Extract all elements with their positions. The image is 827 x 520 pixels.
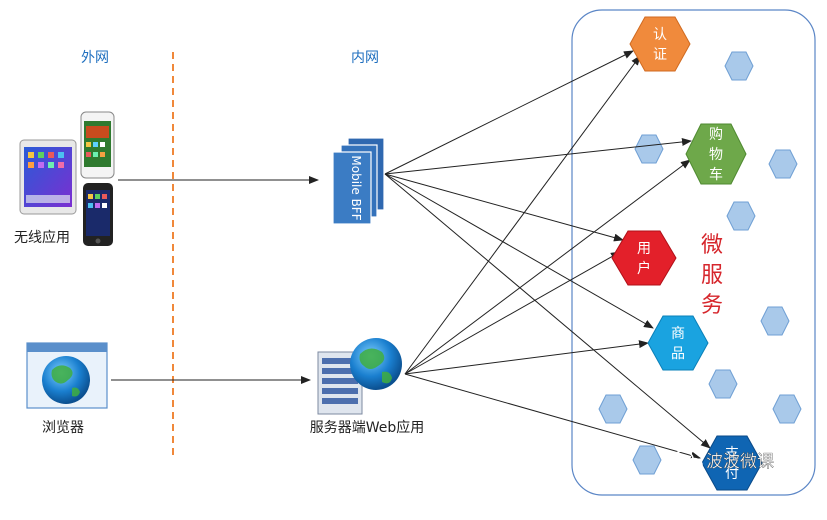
wechat-logo-icon xyxy=(672,450,703,473)
microservices-label-3: 务 xyxy=(701,293,723,318)
webapp-fanout-arrows xyxy=(404,55,701,460)
product-service: 商 品 xyxy=(647,315,709,371)
microservices-label-2: 服 xyxy=(701,263,723,288)
payment-service-label-1: 支 xyxy=(725,446,739,462)
bff-to-cart-arrow xyxy=(384,137,692,175)
small-hexagon xyxy=(632,445,662,475)
cart-service-label-2: 物 xyxy=(709,147,723,163)
small-hexagon xyxy=(598,394,628,424)
user-service: 用 户 xyxy=(611,230,677,286)
small-hexagon xyxy=(726,201,756,231)
cart-service-label-3: 车 xyxy=(709,166,723,183)
user-service-label-1: 用 xyxy=(637,241,651,257)
product-service-label-1: 商 xyxy=(671,326,685,342)
tablet-icon xyxy=(19,139,77,215)
microservices-container xyxy=(571,9,816,496)
auth-service-label-2: 证 xyxy=(653,47,667,63)
cart-service-label-1: 购 xyxy=(709,127,723,143)
small-hexagon xyxy=(708,369,738,399)
zone-label-external: 外网 xyxy=(81,50,109,66)
webapp-to-user-arrow xyxy=(404,251,621,375)
webapp-to-product-arrow xyxy=(404,340,649,375)
zone-label-internal: 内网 xyxy=(351,50,379,66)
small-hexagon xyxy=(768,149,798,179)
watermark-text: 波波微课 xyxy=(706,452,774,472)
web-server-icon xyxy=(317,338,402,415)
mobile-client-label: 无线应用 xyxy=(14,229,70,246)
auth-service-label-1: 认 xyxy=(653,27,667,43)
web-app-label: 服务器端Web应用 xyxy=(310,419,425,436)
cart-service: 购 物 车 xyxy=(685,123,747,185)
small-hexagon xyxy=(760,306,790,336)
browser-window-icon xyxy=(26,342,108,409)
webapp-to-cart-arrow xyxy=(404,159,691,375)
user-service-label-2: 户 xyxy=(637,260,651,277)
mobile-bff-icon: Mobile BFF xyxy=(332,137,385,225)
webapp-to-payment-arrow xyxy=(404,373,701,460)
product-service-label-2: 品 xyxy=(671,346,685,362)
bff-fanout-arrows xyxy=(384,50,711,449)
small-hexagon xyxy=(724,51,754,81)
bff-label: Mobile BFF xyxy=(349,155,363,220)
webapp-to-auth-arrow xyxy=(404,55,641,375)
iphone-icon xyxy=(83,183,113,246)
small-hexagon xyxy=(772,394,802,424)
payment-service-label-2: 付 xyxy=(725,466,739,482)
small-hexagon xyxy=(634,134,664,164)
android-phone-icon xyxy=(80,111,115,179)
bff-to-payment-arrow xyxy=(384,173,711,449)
watermark: 波波微课 xyxy=(672,450,774,473)
bff-to-user-arrow xyxy=(384,173,624,242)
auth-service: 认 证 xyxy=(629,16,691,72)
microservices-label-1: 微 xyxy=(701,233,723,258)
small-service-hexagons xyxy=(598,51,802,475)
bff-to-auth-arrow xyxy=(384,50,634,175)
browser-client-label: 浏览器 xyxy=(42,420,84,436)
bff-to-product-arrow xyxy=(384,173,654,329)
